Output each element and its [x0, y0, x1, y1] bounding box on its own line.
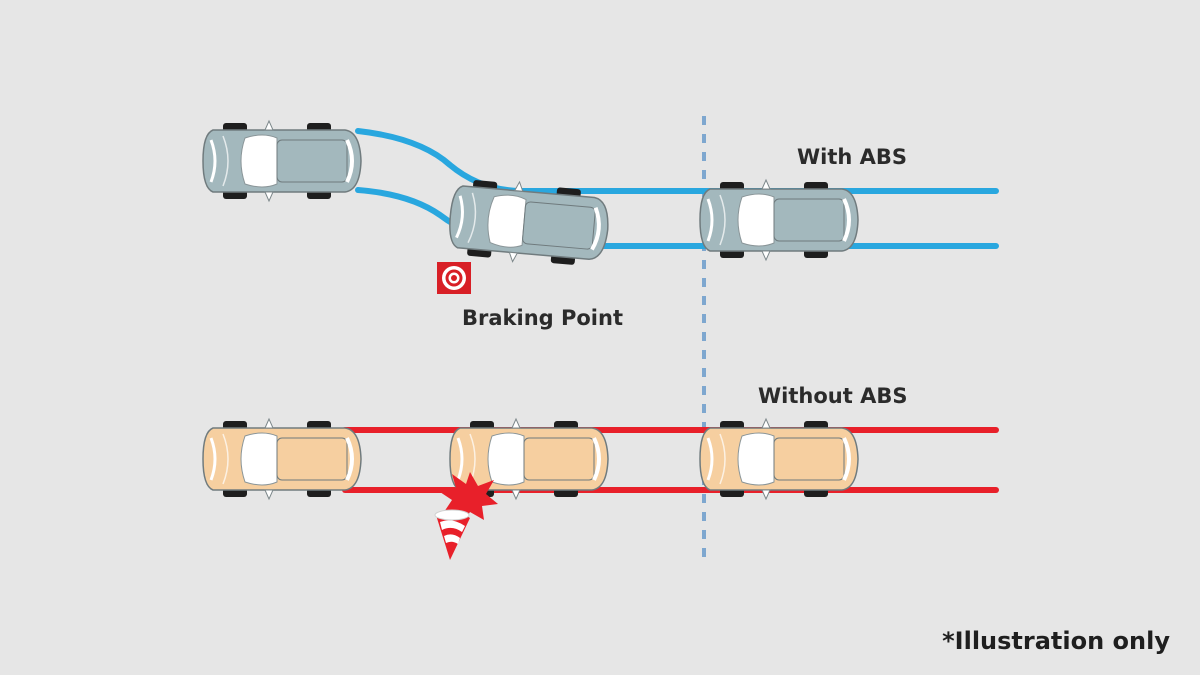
braking-point-label: Braking Point [462, 306, 623, 330]
no-abs-car-1 [201, 417, 363, 501]
no-abs-tracks [342, 427, 999, 493]
abs-car-1 [201, 119, 363, 203]
impact-burst-icon [440, 472, 498, 524]
with-abs-label: With ABS [797, 145, 908, 169]
disclaimer-note: *Illustration only [942, 627, 1170, 655]
no-abs-car-3 [698, 417, 860, 501]
without-abs-label: Without ABS [758, 384, 908, 408]
traffic-cone-icon [434, 509, 470, 560]
target-icon [437, 262, 471, 294]
abs-car-3 [698, 178, 860, 262]
